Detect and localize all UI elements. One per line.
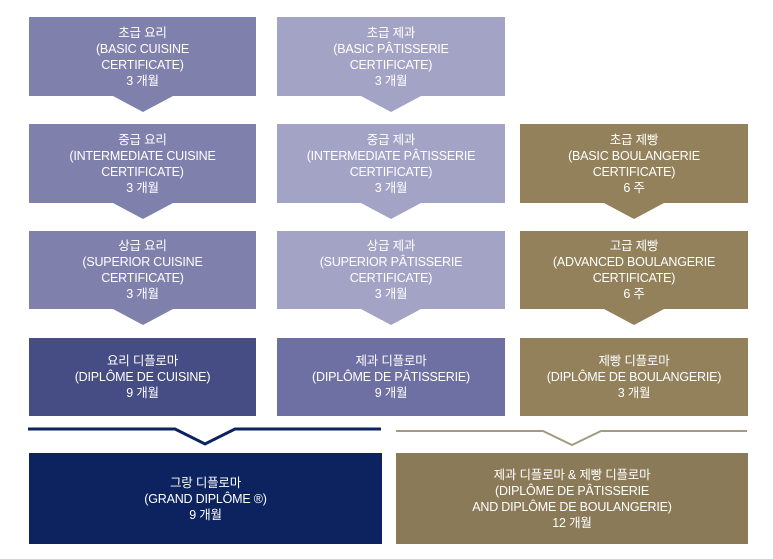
- advanced-boulangerie-line-1: 고급 제빵: [609, 239, 659, 253]
- intermediate-patisserie-arrow: [361, 203, 421, 219]
- combined-diplome-line-2: (DIPLÔME DE PÂTISSERIE: [495, 483, 649, 498]
- diplome-cuisine-line-2: (DIPLÔME DE CUISINE): [74, 370, 211, 384]
- diplome-boulangerie-box: 제빵 디플로마 (DIPLÔME DE BOULANGERIE) 3 개월: [520, 338, 748, 416]
- diplome-patisserie-line-2: (DIPLÔME DE PÂTISSERIE): [312, 370, 470, 384]
- diplome-patisserie-line-3: 9 개월: [374, 386, 408, 400]
- basic-patisserie-line-4: 3 개월: [374, 73, 408, 88]
- basic-boulangerie-arrow: [604, 203, 664, 219]
- superior-patisserie-box: 상급 제과 (SUPERIOR PÂTISSERIE CERTIFICATE) 3 개…: [277, 231, 505, 309]
- superior-cuisine-line-2: (SUPERIOR CUISINE: [82, 255, 203, 269]
- grand-diplome-line-3: 9 개월: [189, 507, 222, 522]
- advanced-boulangerie-line-2: (ADVANCED BOULANGERIE: [552, 255, 716, 269]
- superior-cuisine-line-1: 상급 요리: [118, 239, 167, 253]
- intermediate-cuisine-line-3: CERTIFICATE): [101, 164, 184, 179]
- intermediate-patisserie-line-1: 중급 제과: [366, 132, 416, 147]
- basic-boulangerie-line-3: CERTIFICATE): [592, 164, 676, 179]
- combined-diplome-line-1: 제과 디플로마 & 제빵 디플로마: [493, 467, 651, 482]
- superior-cuisine-arrow: [112, 309, 173, 325]
- superior-patisserie-arrow: [361, 309, 421, 325]
- diplome-boulangerie-line-1: 제빵 디플로마: [598, 354, 670, 368]
- intermediate-patisserie-line-3: CERTIFICATE): [349, 164, 433, 179]
- superior-patisserie-line-2: (SUPERIOR PÂTISSERIE: [319, 255, 463, 269]
- basic-patisserie-line-2: (BASIC PÂTISSERIE: [333, 41, 449, 56]
- diplome-patisserie-line-1: 제과 디플로마: [355, 354, 427, 368]
- grand-diplome-line-1: 그랑 디플로마: [169, 475, 242, 490]
- basic-patisserie-line-1: 초급 제과: [366, 25, 416, 40]
- superior-cuisine-box: 상급 요리 (SUPERIOR CUISINE CERTIFICATE) 3 개월: [29, 231, 256, 309]
- intermediate-patisserie-line-4: 3 개월: [374, 180, 408, 195]
- basic-boulangerie-line-4: 6 주: [623, 180, 645, 195]
- basic-patisserie-arrow: [361, 96, 421, 112]
- superior-patisserie-line-3: CERTIFICATE): [349, 271, 433, 285]
- basic-boulangerie-line-2: (BASIC BOULANGERIE: [568, 148, 700, 163]
- grand-diplome-line-2: (GRAND DIPLÔME ®): [144, 491, 267, 506]
- intermediate-cuisine-line-2: (INTERMEDIATE CUISINE: [69, 148, 216, 163]
- superior-patisserie-line-4: 3 개월: [374, 287, 408, 301]
- basic-cuisine-line-3: CERTIFICATE): [101, 57, 184, 72]
- patisserie-boulangerie-merge-line: [396, 430, 747, 447]
- basic-boulangerie-line-1: 초급 제빵: [609, 132, 659, 147]
- diplome-boulangerie-line-2: (DIPLÔME DE BOULANGERIE): [546, 370, 722, 384]
- basic-cuisine-line-2: (BASIC CUISINE: [95, 41, 190, 56]
- cuisine-patisserie-merge-line: [28, 427, 381, 446]
- basic-cuisine-arrow: [112, 96, 173, 112]
- basic-patisserie-line-3: CERTIFICATE): [349, 57, 433, 72]
- diplome-patisserie-box: 제과 디플로마 (DIPLÔME DE PÂTISSERIE) 9 개월: [277, 338, 505, 416]
- diplome-cuisine-line-3: 9 개월: [126, 386, 159, 400]
- intermediate-patisserie-line-2: (INTERMEDIATE PÂTISSERIE: [306, 148, 476, 163]
- advanced-boulangerie-line-3: CERTIFICATE): [592, 271, 676, 285]
- advanced-boulangerie-line-4: 6 주: [623, 287, 645, 301]
- advanced-boulangerie-box: 고급 제빵 (ADVANCED BOULANGERIE CERTIFICATE) 6 …: [520, 231, 748, 309]
- superior-patisserie-line-1: 상급 제과: [366, 239, 416, 253]
- grand-diplome-box: 그랑 디플로마(GRAND DIPLÔME ®)9 개월: [29, 453, 382, 544]
- superior-cuisine-line-3: CERTIFICATE): [101, 271, 184, 285]
- combined-diplome-line-3: AND DIPLÔME DE BOULANGERIE): [472, 499, 672, 514]
- intermediate-cuisine-line-4: 3 개월: [126, 180, 159, 195]
- intermediate-cuisine-line-1: 중급 요리: [118, 132, 167, 147]
- combined-diplome-line-4: 12 개월: [552, 515, 592, 530]
- basic-cuisine-line-4: 3 개월: [126, 73, 159, 88]
- diplome-boulangerie-line-3: 3 개월: [617, 386, 651, 400]
- intermediate-cuisine-arrow: [112, 203, 173, 219]
- diplome-cuisine-box: 요리 디플로마 (DIPLÔME DE CUISINE) 9 개월: [29, 338, 256, 416]
- superior-cuisine-line-4: 3 개월: [126, 287, 159, 301]
- advanced-boulangerie-arrow: [604, 309, 664, 325]
- diplome-cuisine-line-1: 요리 디플로마: [106, 354, 179, 368]
- basic-cuisine-line-1: 초급 요리: [118, 25, 167, 40]
